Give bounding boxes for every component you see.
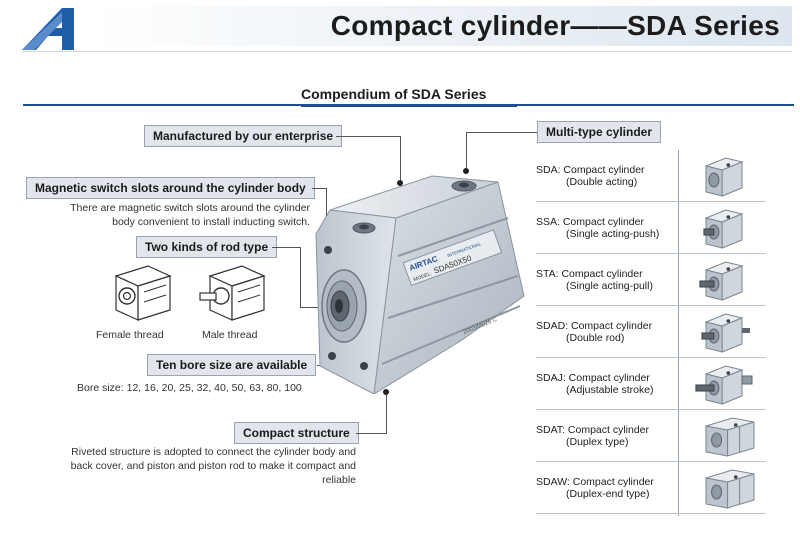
variant-type: (Adjustable stroke) (566, 384, 654, 396)
leader-line (356, 433, 386, 434)
magnetic-desc-line-2: body convenient to install inducting swi… (112, 216, 310, 228)
leader-line (300, 307, 320, 308)
variant-row-sda: SDA: Compact cylinder(Double acting) (536, 150, 766, 202)
variant-text: STA: Compact cylinder(Single acting-pull… (536, 268, 653, 292)
leader-dot (463, 168, 469, 174)
leader-line (326, 188, 327, 228)
variant-name: SDAT: Compact cylinder (536, 424, 650, 436)
variant-name: SDAJ: Compact cylinder (536, 372, 650, 384)
callout-compact-structure: Compact structure (234, 422, 359, 444)
variant-text: SDAD: Compact cylinder(Double rod) (536, 320, 652, 344)
variant-row-separator (536, 201, 766, 202)
header-band (92, 6, 792, 46)
variant-type: (Double rod) (566, 332, 625, 344)
subtitle-underline (301, 104, 517, 107)
callout-manufactured: Manufactured by our enterprise (144, 125, 343, 147)
leader-line (336, 136, 400, 137)
compact-desc-line-2: back cover, and piston and piston rod to… (70, 460, 356, 486)
variant-row-sdaw: SDAW: Compact cylinder(Duplex-end type) (536, 462, 766, 514)
variant-name: SDA: Compact cylinder (536, 164, 645, 176)
variant-row-separator (536, 305, 766, 306)
bore-size-description: Bore size: 12, 16, 20, 25, 32, 40, 50, 6… (77, 382, 302, 394)
variant-cylinder-icon (699, 261, 744, 301)
callout-rod-type: Two kinds of rod type (136, 236, 278, 258)
variant-text: SDAJ: Compact cylinder(Adjustable stroke… (536, 372, 654, 396)
variant-text: SDA: Compact cylinder(Double acting) (536, 164, 645, 188)
variant-type: (Duplex-end type) (566, 488, 650, 500)
variant-type: (Single acting-push) (566, 228, 660, 240)
variant-name: SSA: Compact cylinder (536, 216, 644, 228)
leader-line (300, 247, 301, 307)
page-title: Compact cylinder——SDA Series (330, 10, 780, 41)
callout-bore-size: Ten bore size are available (147, 354, 317, 376)
compact-desc-line-1: Riveted structure is adopted to connect … (71, 446, 356, 458)
variant-text: SSA: Compact cylinder(Single acting-push… (536, 216, 659, 240)
variant-row-sdaj: SDAJ: Compact cylinder(Adjustable stroke… (536, 358, 766, 410)
magnetic-description: There are magnetic switch slots around t… (60, 201, 310, 229)
variant-row-separator (536, 357, 766, 358)
leader-dot (397, 180, 403, 186)
variant-type: (Double acting) (566, 176, 638, 188)
blue-a-logo-icon (22, 8, 74, 50)
variant-name: SDAW: Compact cylinder (536, 476, 654, 488)
variant-row-sta: STA: Compact cylinder(Single acting-pull… (536, 254, 766, 306)
compact-description: Riveted structure is adopted to connect … (56, 445, 356, 487)
leader-line (466, 132, 537, 133)
variant-cylinder-icon (704, 157, 744, 197)
variant-name: STA: Compact cylinder (536, 268, 643, 280)
sda-cylinder-image: AIRTAC INTERNATIONAL MODEL: SDA50X50 200… (315, 175, 525, 394)
variant-type: (Single acting-pull) (566, 280, 653, 292)
variant-row-separator (536, 409, 766, 410)
leader-line (386, 392, 387, 434)
callout-multi-type: Multi-type cylinder (537, 121, 662, 143)
variant-name: SDAD: Compact cylinder (536, 320, 653, 332)
variant-cylinder-icon (705, 469, 755, 509)
female-thread-cylinder-icon (114, 265, 172, 321)
magnetic-desc-line-1: There are magnetic switch slots around t… (70, 202, 310, 214)
variant-cylinder-icon (701, 313, 750, 353)
variant-type: (Duplex type) (566, 436, 629, 448)
variant-row-sdad: SDAD: Compact cylinder(Double rod) (536, 306, 766, 358)
variant-cylinder-icon (695, 365, 753, 405)
leader-line (400, 136, 401, 182)
variant-row-separator (536, 513, 766, 514)
variant-text: SDAW: Compact cylinder(Duplex-end type) (536, 476, 654, 500)
variant-row-sdat: SDAT: Compact cylinder(Duplex type) (536, 410, 766, 462)
variant-cylinder-icon (705, 417, 755, 457)
header-divider (22, 51, 792, 52)
female-thread-label: Female thread (96, 329, 164, 341)
leader-line (466, 132, 467, 170)
leader-line (312, 188, 326, 189)
male-thread-cylinder-icon (199, 265, 266, 321)
variant-cylinder-icon (703, 209, 744, 249)
section-subtitle: Compendium of SDA Series (301, 86, 487, 102)
variant-row-separator (536, 461, 766, 462)
variants-column-divider (678, 150, 679, 516)
callout-magnetic: Magnetic switch slots around the cylinde… (26, 177, 315, 199)
variant-row-separator (536, 253, 766, 254)
male-thread-label: Male thread (202, 329, 258, 341)
leader-line (272, 247, 300, 248)
variant-row-ssa: SSA: Compact cylinder(Single acting-push… (536, 202, 766, 254)
variant-text: SDAT: Compact cylinder(Duplex type) (536, 424, 649, 448)
leader-dot (383, 389, 389, 395)
